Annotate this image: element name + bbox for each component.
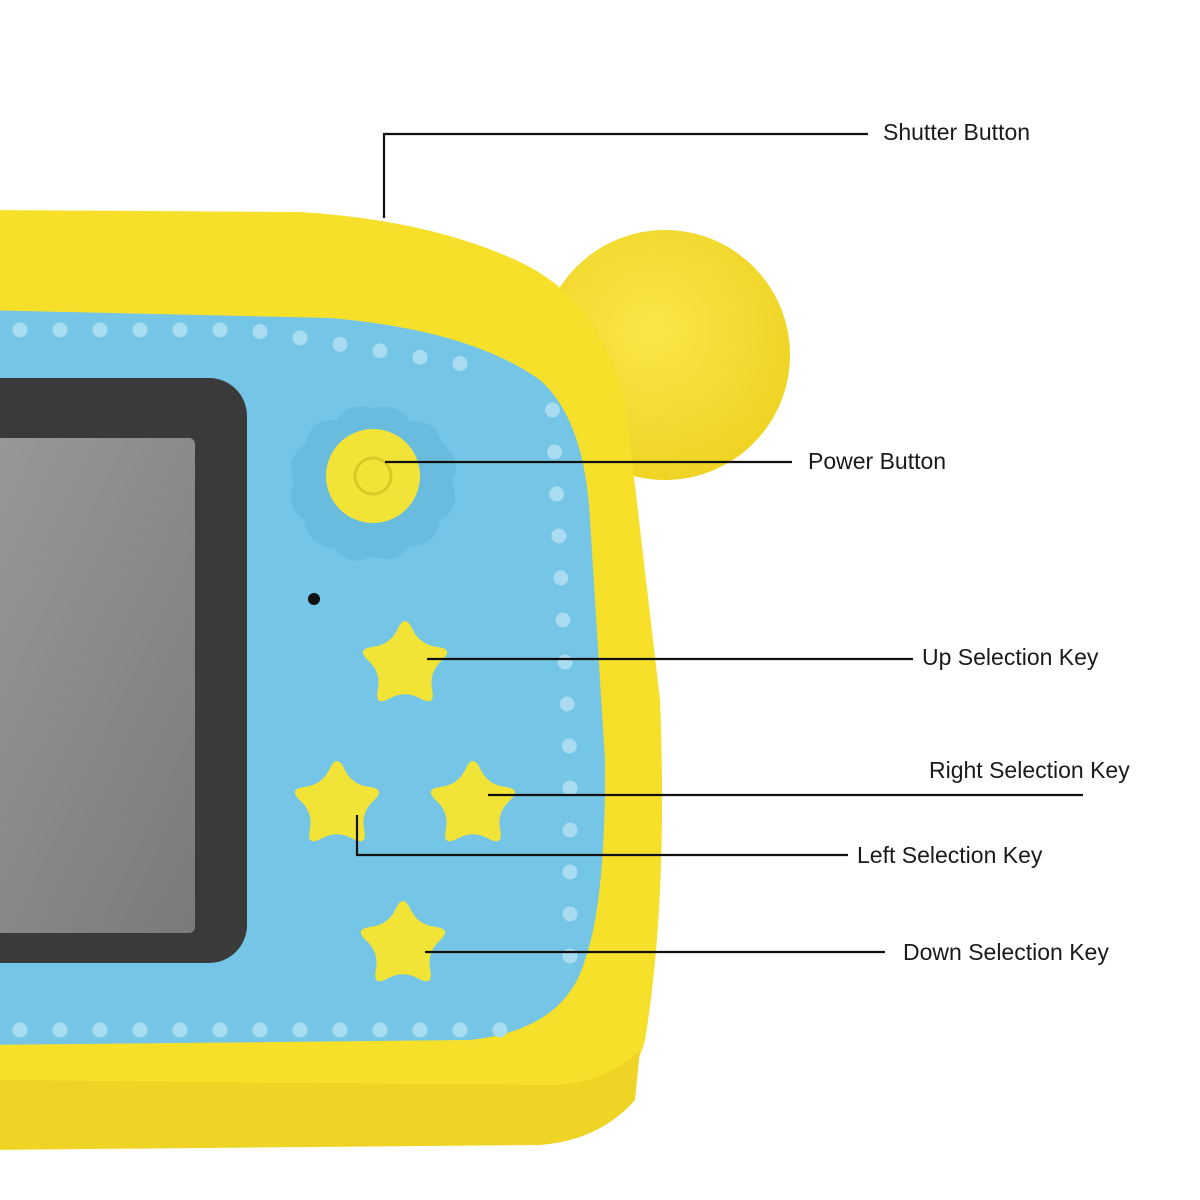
face-dot bbox=[332, 336, 348, 352]
face-dot bbox=[52, 1022, 68, 1038]
face-dot bbox=[212, 1022, 228, 1038]
power-icon bbox=[353, 456, 393, 496]
down-selection-key[interactable] bbox=[360, 900, 446, 982]
label-up-selection-key: Up Selection Key bbox=[922, 644, 1099, 670]
face-dot bbox=[562, 822, 578, 838]
face-dot bbox=[412, 1022, 428, 1038]
star-icon bbox=[362, 620, 448, 702]
face-dot bbox=[452, 356, 468, 372]
face-dot bbox=[562, 948, 578, 964]
face-dot bbox=[212, 322, 228, 338]
label-down-selection-key: Down Selection Key bbox=[903, 939, 1109, 965]
face-dot bbox=[559, 696, 575, 712]
face-dot bbox=[492, 1022, 508, 1038]
face-dot bbox=[562, 780, 578, 796]
face-dot bbox=[557, 654, 573, 670]
label-left-selection-key: Left Selection Key bbox=[857, 842, 1043, 868]
face-dot bbox=[412, 349, 428, 365]
face-dot bbox=[132, 1022, 148, 1038]
face-dot bbox=[553, 570, 569, 586]
face-dot bbox=[332, 1022, 348, 1038]
label-power-button: Power Button bbox=[808, 448, 946, 474]
star-icon bbox=[360, 900, 446, 982]
face-dot bbox=[132, 322, 148, 338]
face-dot bbox=[372, 1022, 388, 1038]
face-dot bbox=[92, 1022, 108, 1038]
up-selection-key[interactable] bbox=[362, 620, 448, 702]
microphone-hole bbox=[308, 593, 320, 605]
star-icon bbox=[430, 760, 516, 842]
label-right-selection-key: Right Selection Key bbox=[929, 757, 1130, 783]
screen-display bbox=[0, 438, 195, 933]
leader-line-shutter bbox=[382, 132, 868, 218]
face-dot bbox=[561, 738, 577, 754]
face-dot bbox=[545, 402, 560, 418]
face-dot bbox=[12, 1022, 28, 1038]
leader-line-left bbox=[355, 815, 848, 857]
face-dot bbox=[12, 322, 28, 338]
face-dot bbox=[547, 444, 563, 460]
face-dot bbox=[562, 906, 578, 922]
face-dot bbox=[252, 324, 268, 340]
face-dot bbox=[292, 330, 308, 346]
right-selection-key[interactable] bbox=[430, 760, 516, 842]
face-dot bbox=[452, 1022, 468, 1038]
face-dot bbox=[292, 1022, 308, 1038]
face-dot bbox=[172, 1022, 188, 1038]
camera-body-bottom bbox=[0, 1050, 640, 1150]
face-dot bbox=[92, 322, 108, 338]
face-dot bbox=[172, 322, 188, 338]
face-dot bbox=[549, 486, 565, 502]
face-dot bbox=[52, 322, 68, 338]
face-dot bbox=[252, 1022, 268, 1038]
power-button-cap bbox=[326, 429, 420, 523]
label-shutter-button: Shutter Button bbox=[883, 119, 1030, 145]
face-dot-border bbox=[12, 322, 578, 1038]
face-dot bbox=[555, 612, 571, 628]
face-dot bbox=[551, 528, 567, 544]
face-dot bbox=[372, 343, 388, 359]
face-dot bbox=[562, 864, 578, 880]
power-button[interactable] bbox=[290, 406, 457, 561]
